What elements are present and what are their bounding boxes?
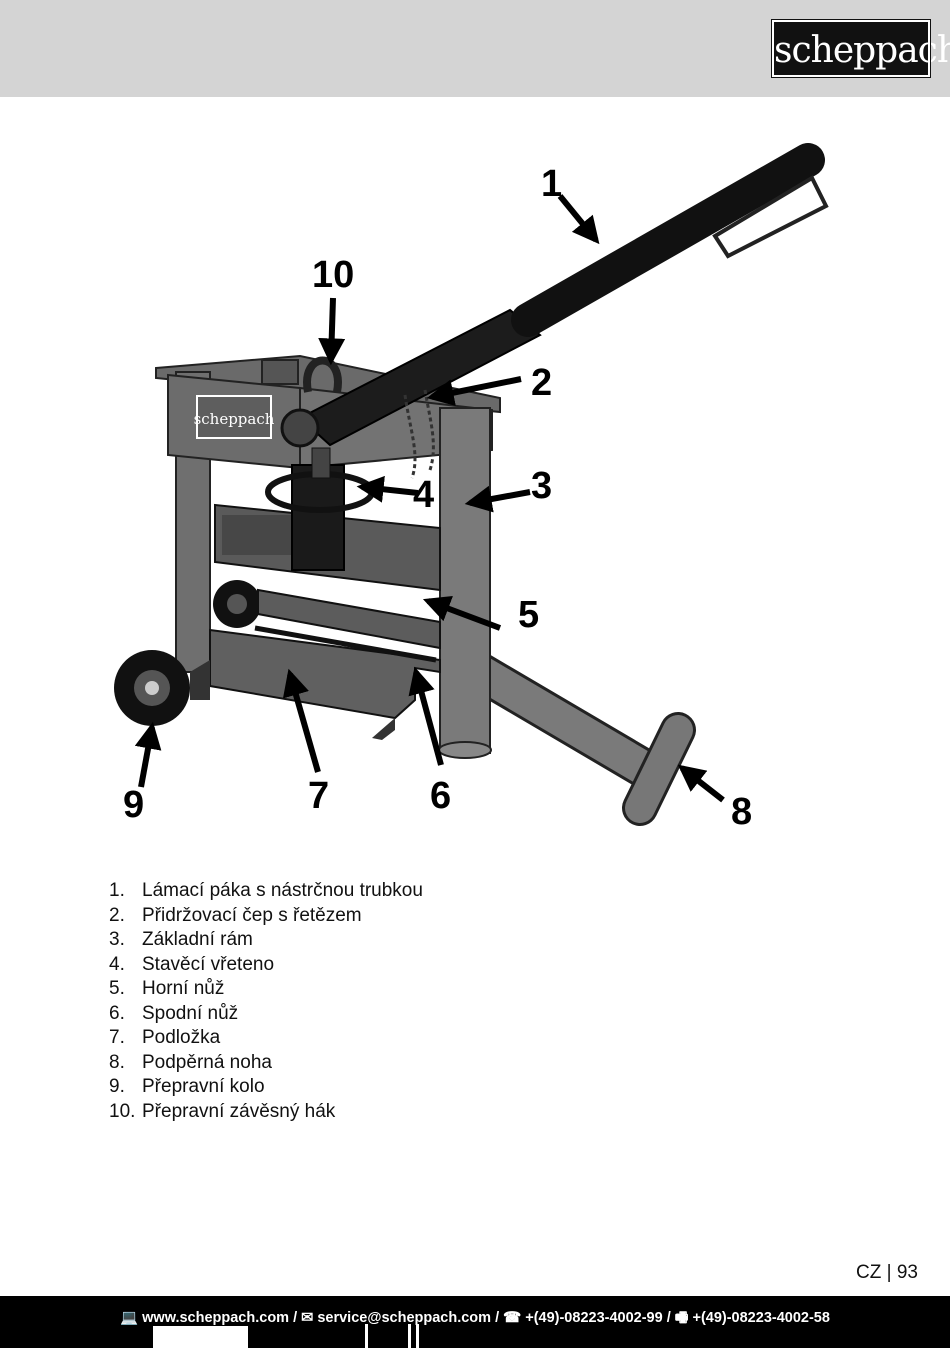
page-number: CZ | 93 (856, 1262, 918, 1283)
callout-7: 7 (308, 775, 329, 817)
legend-item: 3. Základní rám (109, 928, 423, 953)
legend-number: 3. (109, 929, 125, 950)
callout-10: 10 (312, 254, 354, 296)
legend-number: 8. (109, 1051, 125, 1073)
header-bar: scheppach (0, 0, 950, 97)
callout-9: 9 (123, 784, 144, 826)
legend-text: Spodní nůž (142, 1002, 239, 1024)
legend-number: 1. (109, 880, 125, 901)
legend-text: Podpěrná noha (142, 1051, 272, 1073)
legend-number: 9. (109, 1076, 125, 1097)
footer-decoration (153, 1326, 248, 1348)
callout-3: 3 (531, 465, 552, 507)
legend-text: Přepravní závěsný hák (142, 1100, 336, 1122)
legend-item: 8. Podpěrná noha (109, 1051, 423, 1076)
legend-item: 10. Přepravní závěsný hák (109, 1100, 423, 1125)
footer-decoration (416, 1324, 419, 1348)
parts-legend: 1. Lámací páka s nástrčnou trubkou 2. Přid… (109, 879, 423, 1124)
scheppach-logo: scheppach (771, 19, 950, 78)
legend-number: 10. (109, 1100, 136, 1122)
legend-number: 2. (109, 904, 125, 926)
legend-text: Stavěcí vřeteno (142, 953, 275, 975)
callout-8: 8 (731, 791, 752, 833)
legend-number: 7. (109, 1027, 125, 1048)
callout-1: 1 (541, 163, 562, 205)
legend-item: 1. Lámací páka s nástrčnou trubkou (109, 879, 423, 904)
legend-text: Podložka (142, 1027, 221, 1048)
footer-decoration (408, 1324, 411, 1348)
legend-item: 4. Stavěcí vřeteno (109, 953, 423, 978)
footer-decoration (365, 1324, 368, 1348)
callout-5: 5 (518, 594, 539, 636)
legend-text: Lámací páka s nástrčnou trubkou (142, 880, 423, 901)
legend-number: 5. (109, 978, 125, 999)
callout-6: 6 (430, 775, 451, 817)
legend-number: 6. (109, 1002, 125, 1024)
legend-text: Základní rám (142, 929, 253, 950)
stone-splitter-illustration: scheppach 1 2 3 4 (114, 143, 829, 833)
legend-text: Přepravní kolo (142, 1076, 265, 1097)
legend-text: Horní nůž (142, 978, 225, 999)
legend-item: 9. Přepravní kolo (109, 1075, 423, 1100)
legend-item: 7. Podložka (109, 1026, 423, 1051)
legend-item: 6. Spodní nůž (109, 1002, 423, 1027)
callout-4: 4 (413, 474, 434, 516)
legend-number: 4. (109, 953, 125, 975)
footer-contact: 💻 www.scheppach.com / ✉ service@scheppac… (120, 1310, 830, 1326)
legend-item: 5. Horní nůž (109, 977, 423, 1002)
footer-bar: 💻 www.scheppach.com / ✉ service@scheppac… (0, 1296, 950, 1348)
frame-brand-label: scheppach (194, 410, 275, 428)
legend-item: 2. Přidržovací čep s řetězem (109, 904, 423, 929)
callout-2: 2 (531, 362, 552, 404)
legend-text: Přidržovací čep s řetězem (142, 904, 362, 926)
